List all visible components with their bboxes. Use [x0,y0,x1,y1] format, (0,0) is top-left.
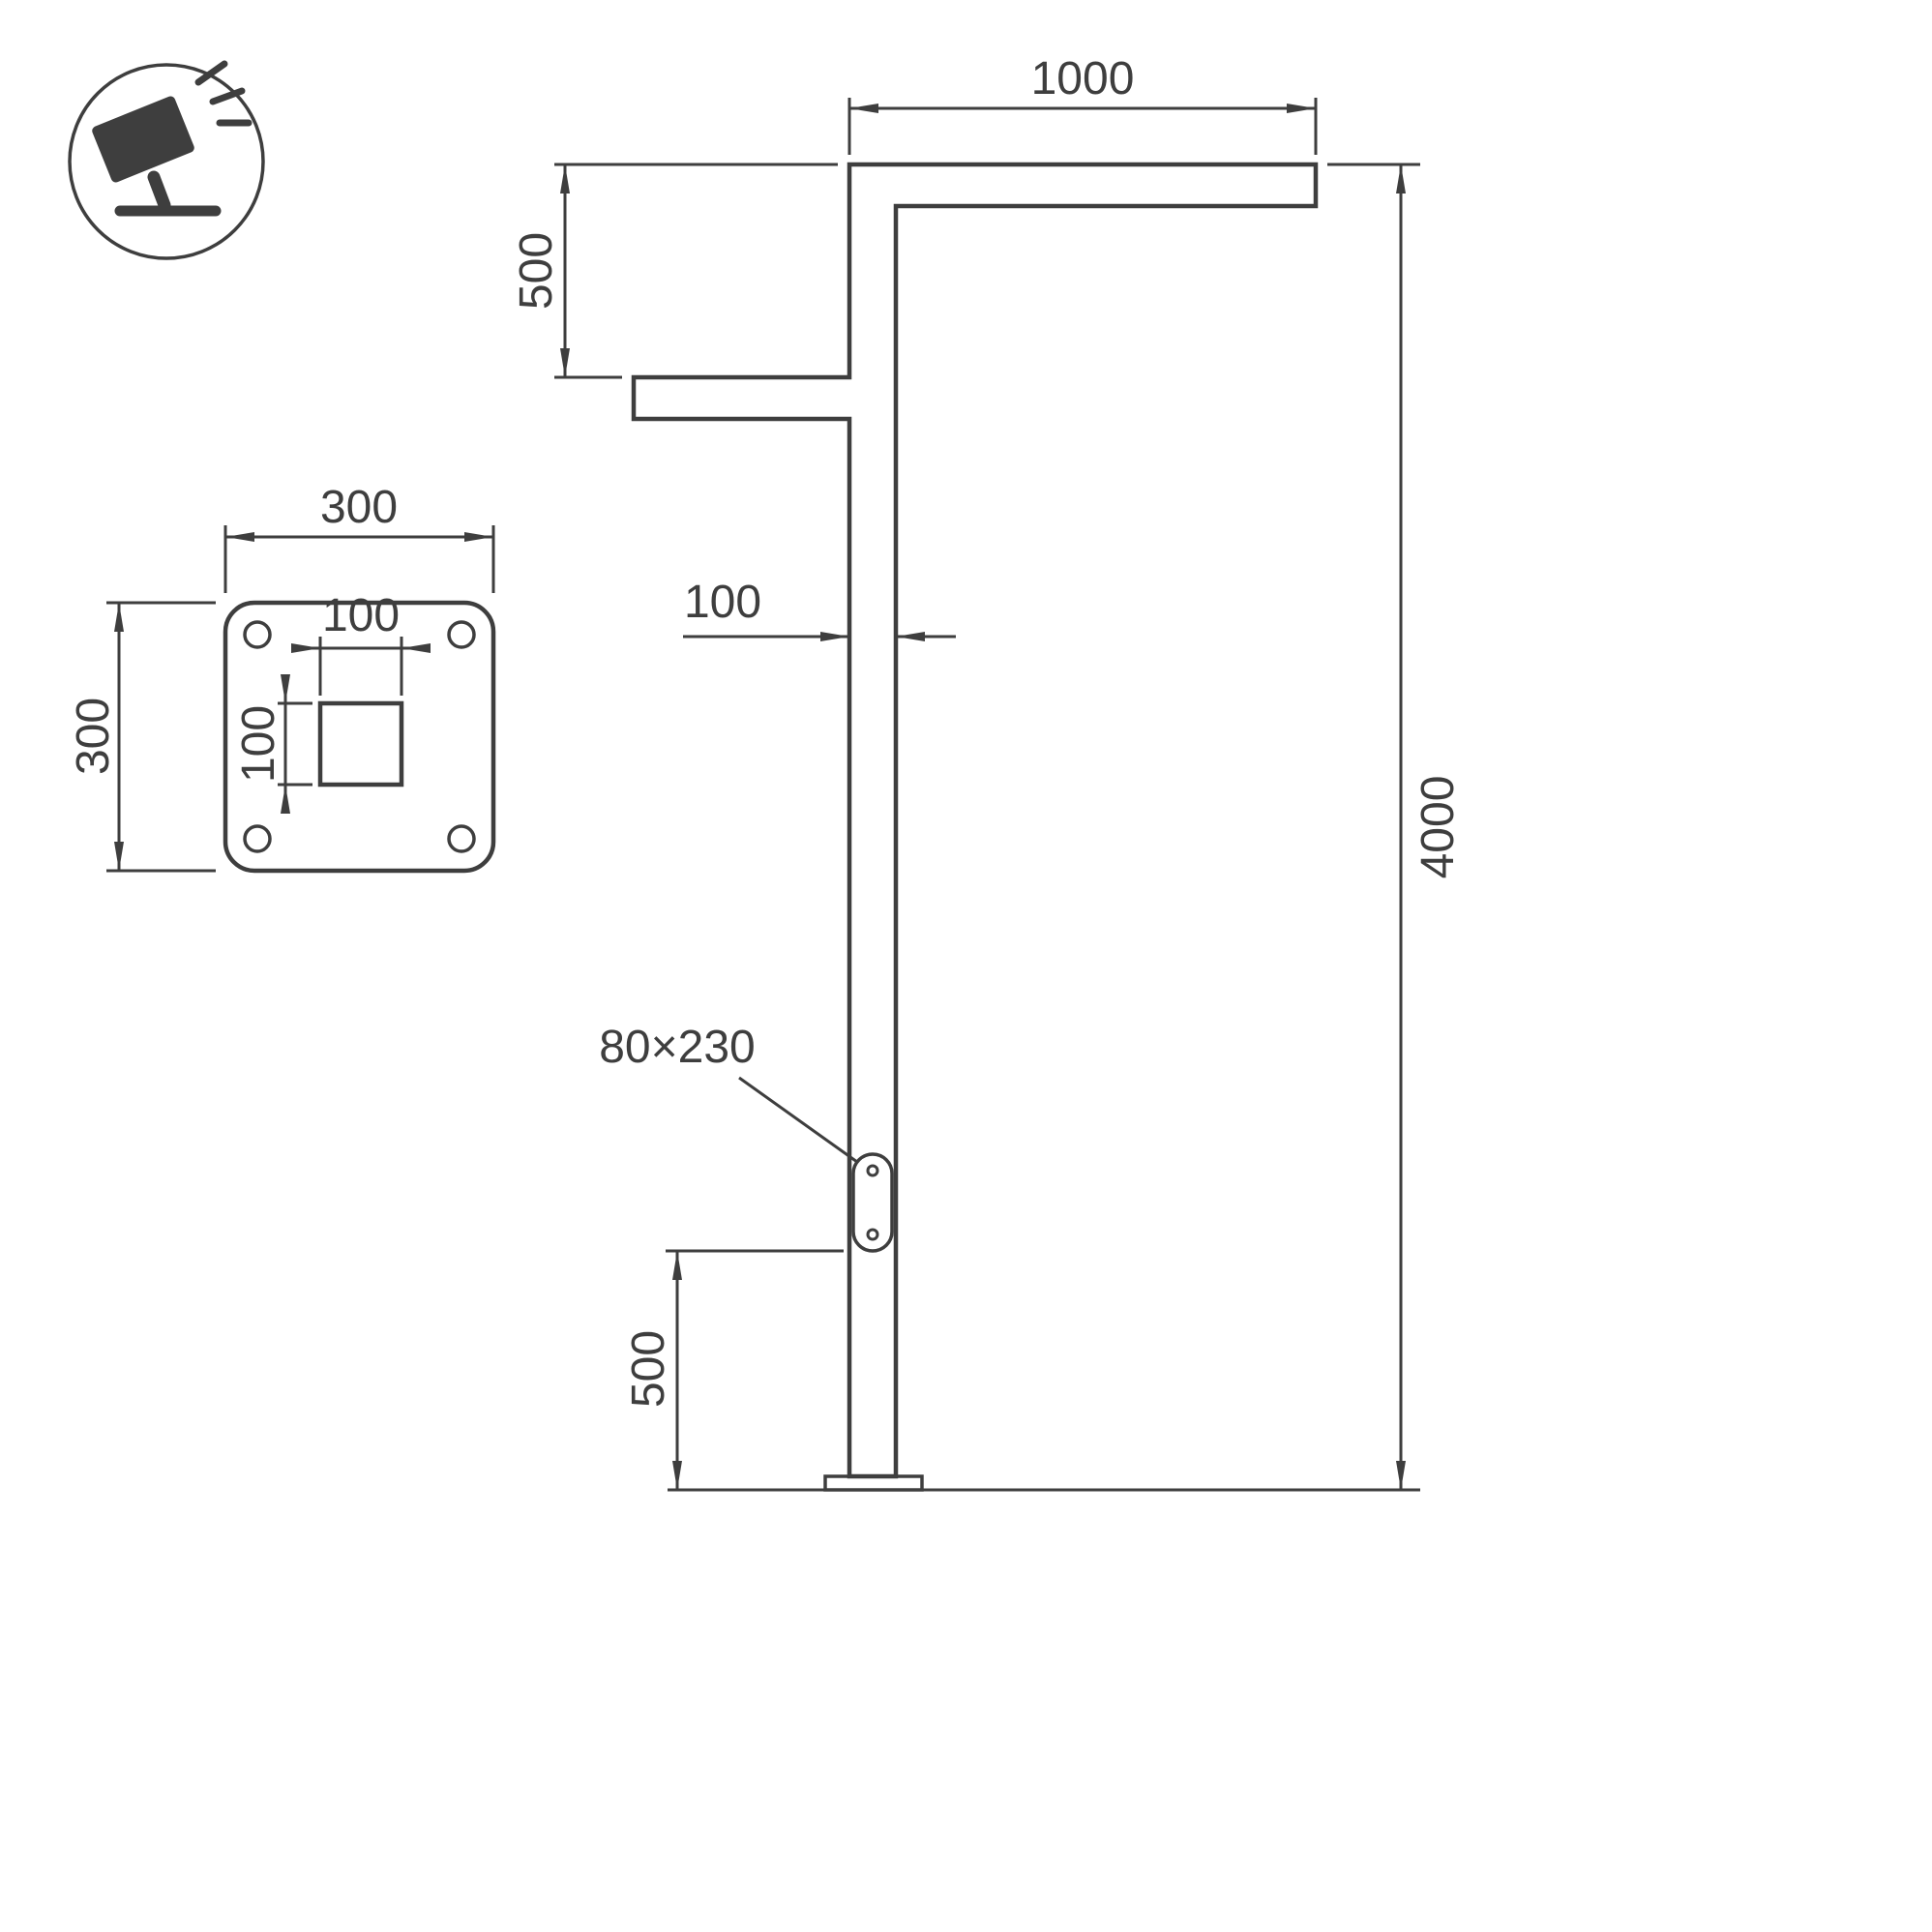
dim-label-arm-length: 1000 [1031,53,1135,104]
label-door-size: 80×230 [599,1022,858,1164]
floodlight-icon [92,60,253,217]
dim-hole-height: 100 [233,674,312,814]
dim-label-hole-height: 100 [233,705,284,783]
dim-plate-width: 300 [223,482,495,593]
service-door [851,1152,894,1253]
bolt-hole [447,620,476,649]
dim-arm-offset: 500 [511,163,838,379]
pole-outline [631,162,1319,1479]
dim-door-elevation: 500 [623,1249,844,1490]
dim-label-plate-width: 300 [320,482,398,533]
dim-label-hole-width: 100 [322,590,400,641]
bolt-hole [243,824,272,853]
base-plate-outline [223,600,496,874]
dim-label-arm-offset: 500 [511,232,562,310]
dim-label-pole-height: 4000 [1412,776,1464,879]
dim-arm-length: 1000 [847,53,1318,155]
badge-circle [68,63,265,260]
dim-pole-height: 4000 [1327,163,1464,1490]
door-leader-line [738,1076,858,1164]
plate-center-hole [317,700,404,788]
bolt-hole [243,620,272,649]
dim-pole-width: 100 [683,577,956,641]
door-size-text: 80×230 [599,1022,756,1073]
dim-plate-height: 300 [68,601,216,873]
dim-label-plate-height: 300 [68,698,119,775]
door-screw [866,1228,879,1241]
base-plate-view: 300 300 100 100 [68,482,496,874]
pole-elevation-view: 1000 500 100 4000 80×230 500 [511,53,1464,1492]
floodlight-badge [68,60,265,260]
door-screw [866,1164,879,1177]
service-door-outline [851,1152,894,1253]
bolt-hole [447,824,476,853]
dim-label-door-elevation: 500 [623,1330,674,1408]
dim-hole-width: 100 [291,590,431,696]
dim-label-pole-width: 100 [684,577,761,628]
